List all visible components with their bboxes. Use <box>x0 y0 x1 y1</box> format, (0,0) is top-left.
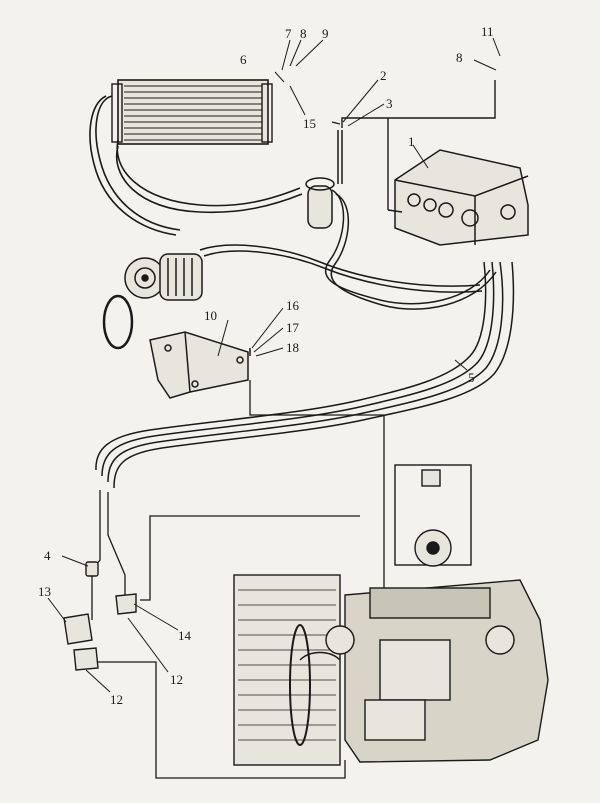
callout-13: 13 <box>38 584 51 599</box>
hose-bundle <box>95 261 515 489</box>
callout-labels: 1 2 3 4 5 6 7 8 9 10 11 8 12 12 13 14 15… <box>38 24 494 707</box>
valve-components <box>63 561 137 671</box>
callout-9: 9 <box>322 26 329 41</box>
compressor <box>124 244 483 301</box>
callout-14: 14 <box>178 628 192 643</box>
callout-1: 1 <box>408 134 415 149</box>
callout-6: 6 <box>240 52 247 67</box>
bracket <box>149 331 251 399</box>
callout-7: 7 <box>285 26 292 41</box>
callout-5: 5 <box>468 370 475 385</box>
drive-belt <box>102 294 134 350</box>
callout-12b: 12 <box>110 692 123 707</box>
callout-2: 2 <box>380 68 387 83</box>
callout-4: 4 <box>44 548 51 563</box>
callout-10: 10 <box>204 308 217 323</box>
callout-16: 16 <box>286 298 300 313</box>
evaporator-unit <box>387 149 529 246</box>
receiver-drier <box>305 130 497 310</box>
callout-12a: 12 <box>170 672 183 687</box>
callout-8a: 8 <box>300 26 307 41</box>
callout-8b: 8 <box>456 50 463 65</box>
callout-18: 18 <box>286 340 299 355</box>
callout-3: 3 <box>386 96 393 111</box>
callout-11: 11 <box>481 24 494 39</box>
condenser <box>111 79 273 145</box>
line-receiver-to-evaporator <box>331 80 496 210</box>
engine <box>233 464 549 766</box>
leader-lines <box>47 37 501 693</box>
callout-15: 15 <box>303 116 316 131</box>
callout-17: 17 <box>286 320 300 335</box>
condenser-hoses <box>89 95 303 236</box>
